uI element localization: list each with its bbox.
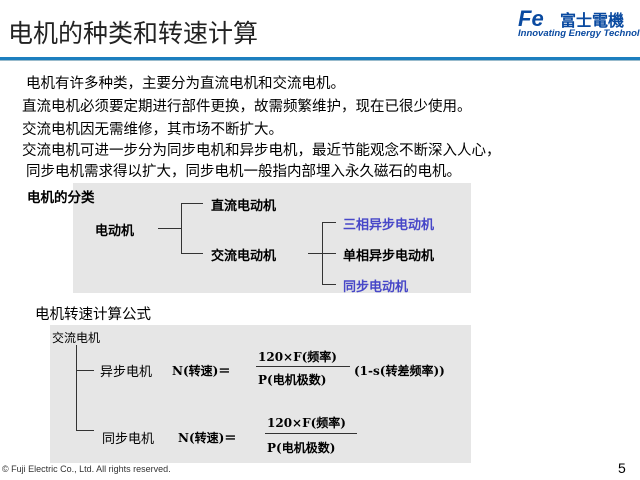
logo-company: 富士電機 — [560, 11, 625, 30]
node-motor: 电动机 — [95, 224, 135, 239]
async-lhs: N(转速)＝ — [172, 364, 231, 378]
sync-lhs: N(转速)＝ — [178, 431, 237, 445]
async-slip-factor: (1-s(转差频率)) — [354, 364, 445, 378]
async-numerator: 120×F(频率) — [258, 350, 337, 364]
paragraph-line: 交流电机因无需维修，其市场不断扩大。 — [22, 122, 283, 138]
formula-root: 交流电机 — [52, 331, 101, 345]
node-single-phase-async: 单相异步电动机 — [343, 249, 435, 264]
copyright: © Fuji Electric Co., Ltd. All rights res… — [2, 464, 171, 474]
classification-label: 电机的分类 — [27, 190, 95, 206]
node-sync-motor: 同步电动机 — [343, 280, 409, 295]
node-three-phase-async: 三相异步电动机 — [343, 218, 435, 233]
header-divider — [0, 57, 640, 60]
classification-diagram — [73, 183, 471, 293]
company-logo: Fe 富士電機 Innovating Energy Technology — [518, 6, 640, 40]
sync-numerator: 120×F(频率) — [267, 416, 346, 430]
paragraph-line: 电机有许多种类，主要分为直流电机和交流电机。 — [26, 76, 345, 92]
sync-denominator: P(电机极数) — [267, 441, 336, 455]
sync-motor-label: 同步电机 — [102, 432, 155, 447]
slide-title: 电机的种类和转速计算 — [8, 19, 259, 48]
header-divider-shadow — [0, 60, 640, 61]
logo-mark: Fe — [518, 6, 544, 31]
paragraph-line: 同步电机需求得以扩大，同步电机一般指内部埋入永久磁石的电机。 — [26, 164, 461, 180]
formula-label: 电机转速计算公式 — [35, 307, 151, 323]
paragraph-line: 直流电机必须要定期进行部件更换，故需频繁维护，现在已很少使用。 — [22, 99, 472, 115]
async-motor-label: 异步电机 — [100, 365, 153, 380]
formula-diagram — [50, 325, 471, 463]
node-ac-motor: 交流电动机 — [211, 249, 277, 264]
page-number: 5 — [618, 460, 626, 476]
logo-tagline: Innovating Energy Technology — [518, 28, 640, 39]
paragraph-line: 交流电机可进一步分为同步电机和异步电机，最近节能观念不断深入人心， — [22, 143, 501, 159]
async-denominator: P(电机极数) — [258, 373, 327, 387]
node-dc-motor: 直流电动机 — [211, 199, 277, 214]
